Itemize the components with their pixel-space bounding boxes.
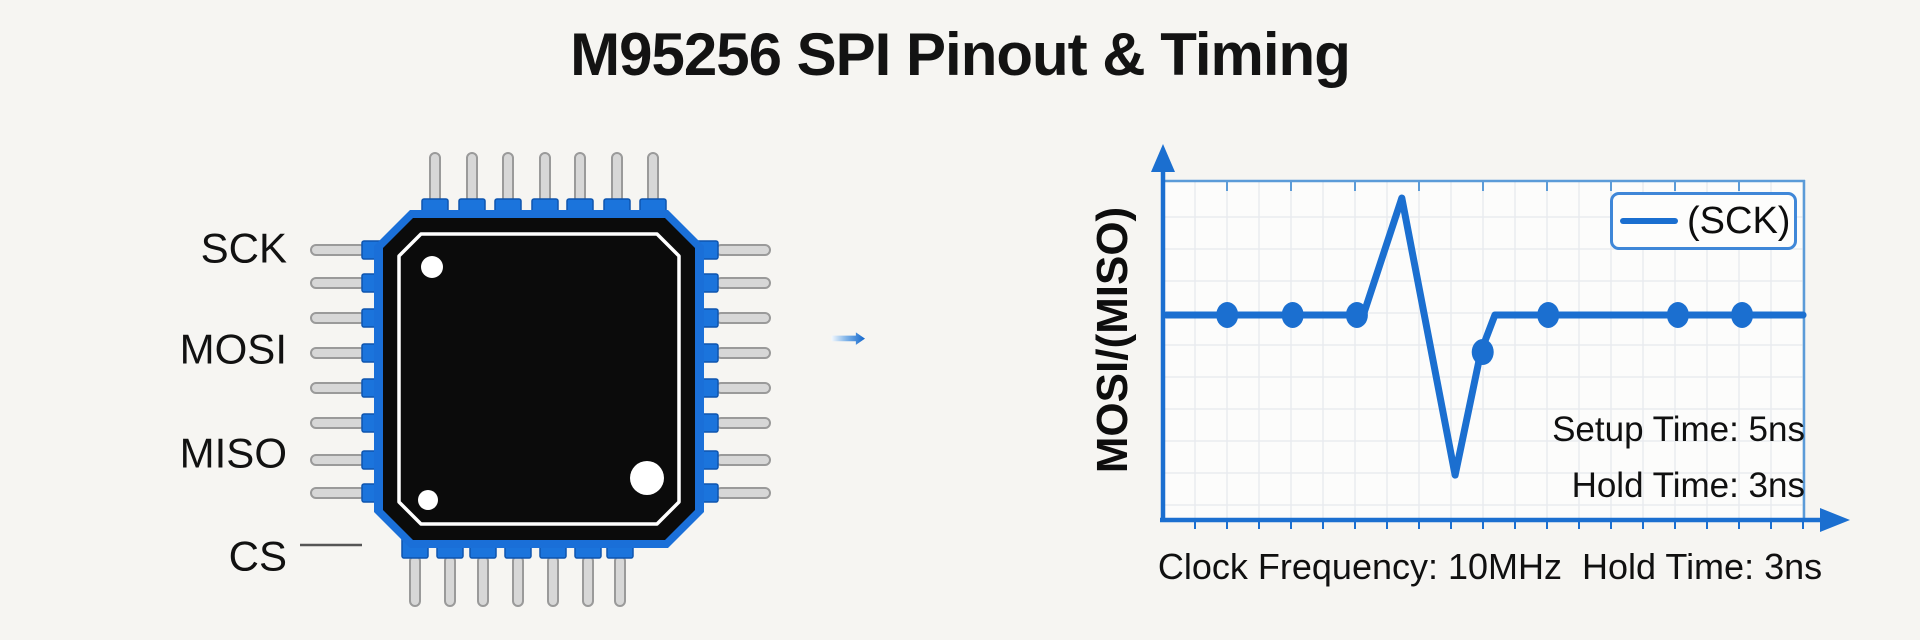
chip-icon xyxy=(300,152,771,607)
legend-label: (SCK) xyxy=(1687,199,1791,242)
annotation-hold-time: Hold Time: 3ns xyxy=(1571,466,1805,505)
pin-label-mosi: MOSI xyxy=(179,325,287,373)
annotation-setup-time: Setup Time: 5ns xyxy=(1552,410,1805,449)
page-title: M95256 SPI Pinout & Timing xyxy=(570,21,1351,88)
pin-label-sck: SCK xyxy=(200,224,287,272)
y-axis-label: MOSI/(MISO) xyxy=(1088,206,1137,474)
legend: (SCK) xyxy=(1610,192,1797,250)
flow-arrow-icon xyxy=(831,332,866,345)
x-axis-caption: Clock Frequency: 10MHz Hold Time: 3ns xyxy=(1157,546,1823,587)
pin-label-cs: CS xyxy=(228,532,287,580)
legend-line-sample xyxy=(1620,218,1678,224)
pin-label-miso: MISO xyxy=(179,429,287,477)
